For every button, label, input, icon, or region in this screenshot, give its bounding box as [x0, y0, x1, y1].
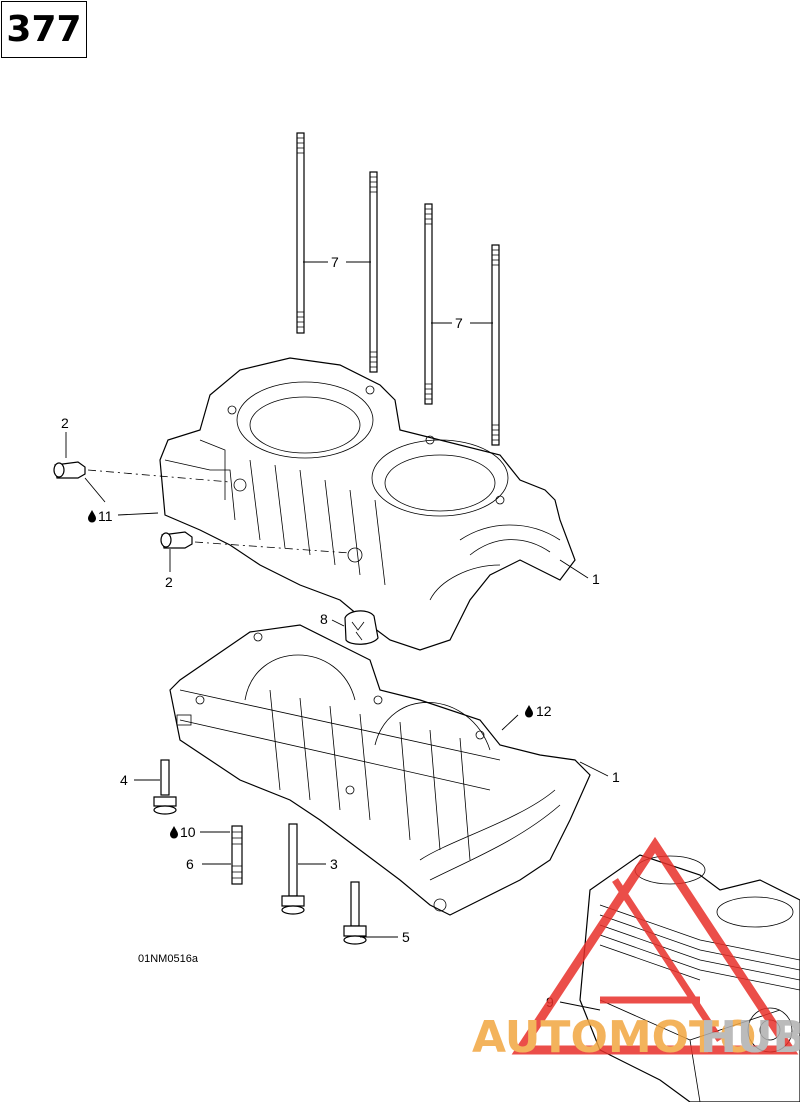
watermark-logo: AUTOMOTO HUB: [472, 836, 800, 1063]
fitting-bottom: [160, 531, 193, 549]
upper-crankcase: [159, 357, 576, 651]
callout-7-left: 7: [331, 254, 339, 270]
seal-part: [344, 610, 379, 645]
oil-drop-icon: [88, 510, 96, 523]
bolt-3: [281, 823, 305, 915]
oil-drop-icon: [525, 705, 533, 718]
fitting-top: [53, 461, 86, 479]
callout-1-top: 1: [592, 571, 600, 587]
callout-4: 4: [120, 772, 128, 788]
callout-10: 10: [180, 824, 196, 840]
callout-1-bottom: 1: [612, 769, 620, 785]
leader-lines: [65, 261, 609, 1011]
bolt-4: [153, 759, 177, 815]
stud-2: [369, 171, 378, 373]
stud-3: [424, 203, 433, 405]
watermark-text-suffix: HUB: [700, 1012, 800, 1063]
bolt-5: [343, 881, 367, 945]
stud-1: [296, 132, 305, 334]
page-number-box: 377: [1, 1, 87, 58]
watermark-text: AUTOMOTO: [472, 1012, 756, 1063]
lower-crankcase: [169, 624, 591, 916]
callout-5: 5: [402, 929, 410, 945]
stud-6: [231, 825, 243, 885]
cylinder-studs: [296, 132, 500, 446]
callout-11: 11: [98, 508, 113, 524]
callout-2-bottom: 2: [165, 574, 173, 590]
callout-8: 8: [320, 611, 328, 627]
oil-drop-icon: [170, 826, 178, 839]
callout-12: 12: [536, 703, 552, 719]
drawing-code: 01NM0516a: [138, 953, 199, 965]
callout-3: 3: [330, 856, 338, 872]
callout-7-right: 7: [455, 315, 463, 331]
callout-2-top: 2: [61, 415, 69, 431]
stud-4: [491, 244, 500, 446]
callout-6: 6: [186, 856, 194, 872]
